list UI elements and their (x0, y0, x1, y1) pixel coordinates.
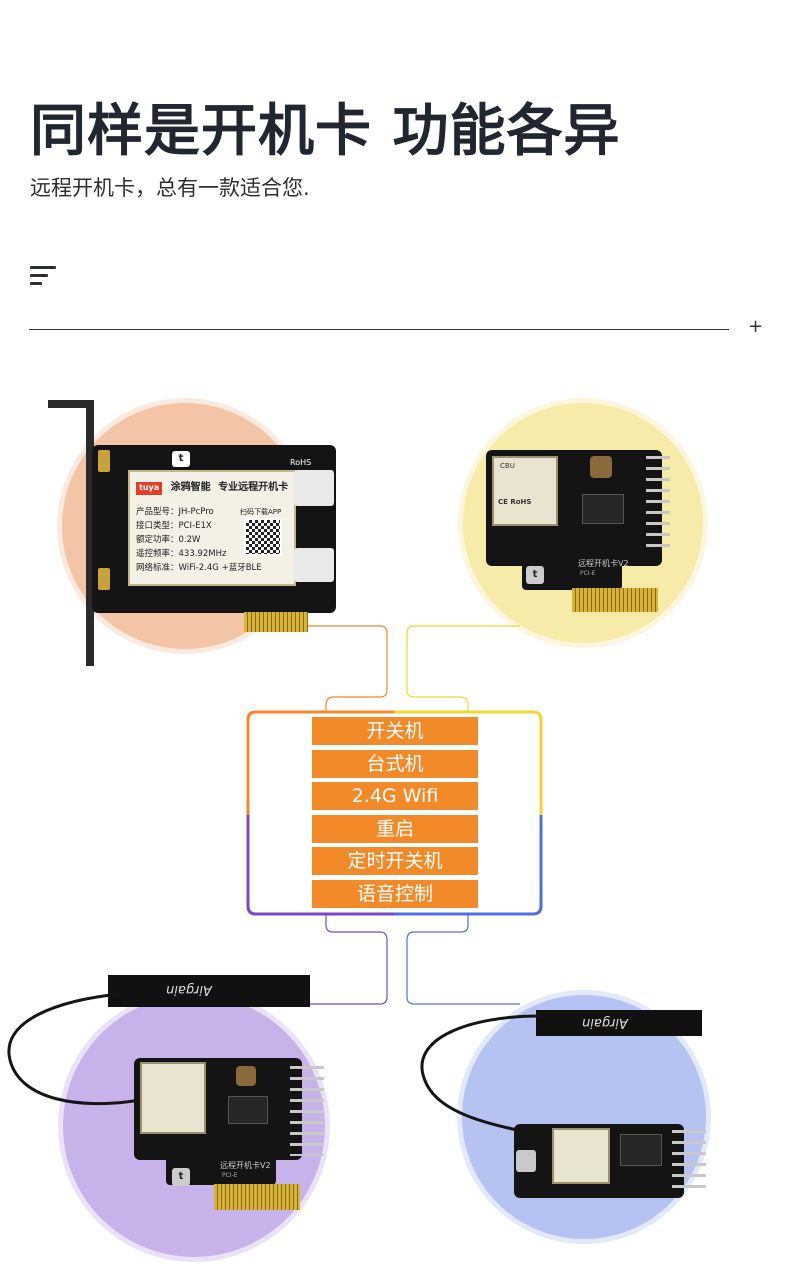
header-connector (294, 548, 334, 582)
usb-port (516, 1150, 536, 1172)
scan-text: 扫码下载APP (240, 508, 282, 516)
menu-line (30, 274, 48, 277)
feature-item-timer: 定时开关机 (312, 847, 478, 875)
wifi-module (140, 1062, 206, 1134)
header-pins (646, 456, 670, 552)
connector-bottom-left (300, 914, 388, 1005)
feature-item-restart: 重启 (312, 814, 478, 843)
feature-item-desktop: 台式机 (312, 749, 478, 778)
pair-button (236, 1066, 256, 1086)
antenna-strip: Airgain (536, 1010, 702, 1036)
wifi-module (552, 1128, 610, 1184)
menu-line (30, 266, 56, 269)
pcb-text: PCI-E (580, 570, 596, 577)
pcie-gold-fingers (572, 588, 658, 612)
label-head: tuya 涂鸦智能 专业远程开机卡 (136, 482, 288, 495)
spec-line: 网络标准：WiFi-2.4G +蓝牙BLE (136, 563, 262, 573)
pcie-gold-fingers (214, 1184, 300, 1210)
rohs-mark: RoHS (290, 458, 312, 467)
antenna-cable (420, 1014, 561, 1140)
tuya-brand-badge: tuya (136, 482, 163, 495)
antenna-connector-icon (98, 450, 110, 472)
tuya-logo-icon: t (172, 451, 190, 467)
brand-name: 涂鸦智能 (170, 482, 211, 493)
antenna-cable (7, 992, 141, 1106)
spec-line: 接口类型：PCI-E1X (136, 521, 212, 531)
spec-line: 产品型号：JH-PcPro (136, 507, 214, 517)
tuya-logo-icon: t (526, 566, 544, 584)
spec-line: 遥控频率：433.92MHz (136, 549, 227, 559)
connector-bottom-right (406, 914, 520, 1005)
frame-bottom-left (246, 815, 394, 916)
ic-chip (582, 494, 624, 524)
antenna-strip: Airgain (108, 975, 310, 1007)
antenna-brand: Airgain (582, 1015, 628, 1030)
product-title: 专业远程开机卡 (218, 482, 289, 493)
cert-text: CE RoHS (498, 498, 532, 506)
section-divider (29, 329, 729, 330)
feature-list: 开关机 台式机 2.4G Wifi 重启 定时开关机 语音控制 (312, 717, 478, 912)
connector-top-right (406, 625, 520, 712)
tuya-logo-icon: t (172, 1168, 190, 1186)
card-bracket-top (48, 400, 94, 408)
pcie-gold-fingers (244, 612, 308, 632)
card-label: 远程开机卡V2 (578, 559, 629, 568)
ic-chip (620, 1134, 662, 1166)
header-pins (672, 1130, 706, 1196)
antenna-brand: Airgain (166, 982, 212, 997)
card-bracket (86, 404, 94, 666)
pair-button (590, 456, 612, 478)
pcb-text: PCI-E (222, 1172, 238, 1179)
feature-item-voice: 语音控制 (312, 879, 478, 908)
header-connector (294, 470, 334, 506)
frame-bottom-right (394, 815, 543, 916)
header-pins (290, 1066, 324, 1156)
spec-line: 额定功率：0.2W (136, 535, 201, 545)
frame-top-right (394, 710, 543, 815)
frame-top-left (246, 710, 394, 815)
product-label-card: tuya 涂鸦智能 专业远程开机卡 产品型号：JH-PcPro 接口类型：PCI… (128, 470, 296, 586)
menu-icon[interactable] (30, 266, 56, 286)
plus-icon[interactable]: + (748, 316, 764, 337)
ic-chip (228, 1096, 268, 1124)
antenna-connector-icon (98, 568, 110, 590)
module-name: CBU (500, 462, 515, 470)
wifi-module: CBU CE RoHS (492, 456, 558, 526)
qr-code-icon (244, 518, 282, 556)
menu-line (30, 282, 42, 285)
connector-top-left (290, 625, 388, 712)
feature-item-wifi: 2.4G Wifi (312, 782, 478, 810)
feature-item-power: 开关机 (312, 717, 478, 745)
page-subtitle: 远程开机卡，总有一款适合您. (30, 176, 310, 200)
page-title: 同样是开机卡 功能各异 (30, 99, 621, 164)
card-label: 远程开机卡V2 (220, 1161, 271, 1170)
